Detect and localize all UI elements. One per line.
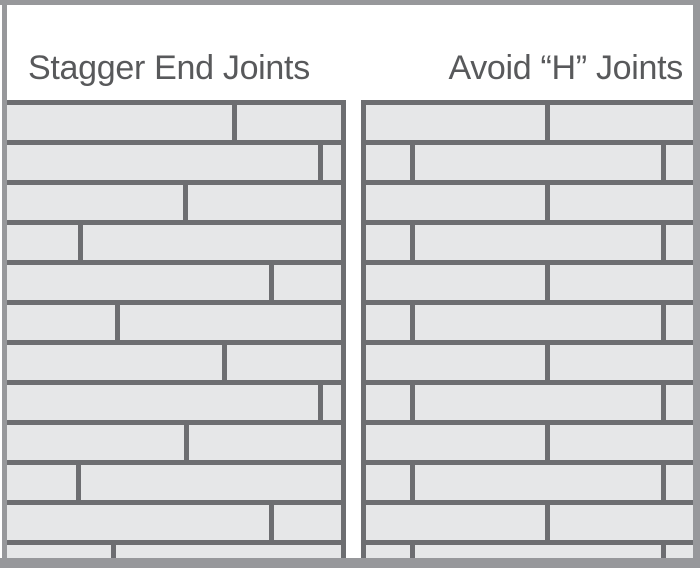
plank-row xyxy=(7,385,341,420)
stagger-end-joints-title: Stagger End Joints xyxy=(28,49,310,87)
plank-end-joint xyxy=(409,385,415,420)
plank-row xyxy=(366,545,693,558)
plank-end-joint xyxy=(660,145,666,180)
plank-row xyxy=(366,425,693,460)
plank-end-joint xyxy=(660,305,666,340)
plank-end-joint xyxy=(221,345,227,380)
plank-end-joint xyxy=(409,145,415,180)
plank-row xyxy=(7,545,341,558)
plank-end-joint xyxy=(182,185,188,220)
plank-row xyxy=(366,145,693,180)
plank-end-joint xyxy=(75,465,81,500)
plank-end-joint xyxy=(544,185,550,220)
plank-end-joint xyxy=(409,465,415,500)
plank-end-joint xyxy=(544,105,550,140)
plank-end-joint xyxy=(268,505,274,540)
plank-row xyxy=(7,345,341,380)
plank-end-joint xyxy=(660,545,666,558)
plank-end-joint xyxy=(317,145,323,180)
plank-row xyxy=(366,185,693,220)
plank-row xyxy=(366,305,693,340)
avoid-h-joints-panel xyxy=(361,100,693,558)
plank-end-joint xyxy=(409,305,415,340)
plank-end-joint xyxy=(660,385,666,420)
plank-row xyxy=(7,145,341,180)
plank-end-joint xyxy=(409,545,415,558)
plank-end-joint xyxy=(268,265,274,300)
plank-end-joint xyxy=(77,225,83,260)
frame-left-bar xyxy=(2,0,7,568)
plank-row xyxy=(366,105,693,140)
plank-row xyxy=(7,265,341,300)
frame-bottom-bar xyxy=(0,558,700,568)
plank-end-joint xyxy=(660,465,666,500)
plank-row xyxy=(7,465,341,500)
plank-row xyxy=(7,105,341,140)
plank-end-joint xyxy=(544,265,550,300)
plank-row xyxy=(366,225,693,260)
frame-right-bar xyxy=(693,0,700,568)
plank-row xyxy=(366,385,693,420)
plank-row xyxy=(7,505,341,540)
plank-end-joint xyxy=(660,225,666,260)
plank-end-joint xyxy=(409,225,415,260)
plank-end-joint xyxy=(110,545,116,558)
stagger-end-joints-panel xyxy=(7,100,346,558)
plank-row xyxy=(366,505,693,540)
plank-row xyxy=(7,185,341,220)
plank-end-joint xyxy=(544,425,550,460)
frame-top-bar xyxy=(0,0,700,5)
plank-end-joint xyxy=(317,385,323,420)
plank-row xyxy=(366,265,693,300)
plank-row xyxy=(366,345,693,380)
avoid-h-joints-title: Avoid “H” Joints xyxy=(448,49,683,87)
plank-row xyxy=(7,305,341,340)
plank-row xyxy=(7,225,341,260)
plank-end-joint xyxy=(544,505,550,540)
plank-end-joint xyxy=(183,425,189,460)
plank-row xyxy=(366,465,693,500)
plank-end-joint xyxy=(544,345,550,380)
plank-end-joint xyxy=(114,305,120,340)
plank-end-joint xyxy=(231,105,237,140)
plank-row xyxy=(7,425,341,460)
